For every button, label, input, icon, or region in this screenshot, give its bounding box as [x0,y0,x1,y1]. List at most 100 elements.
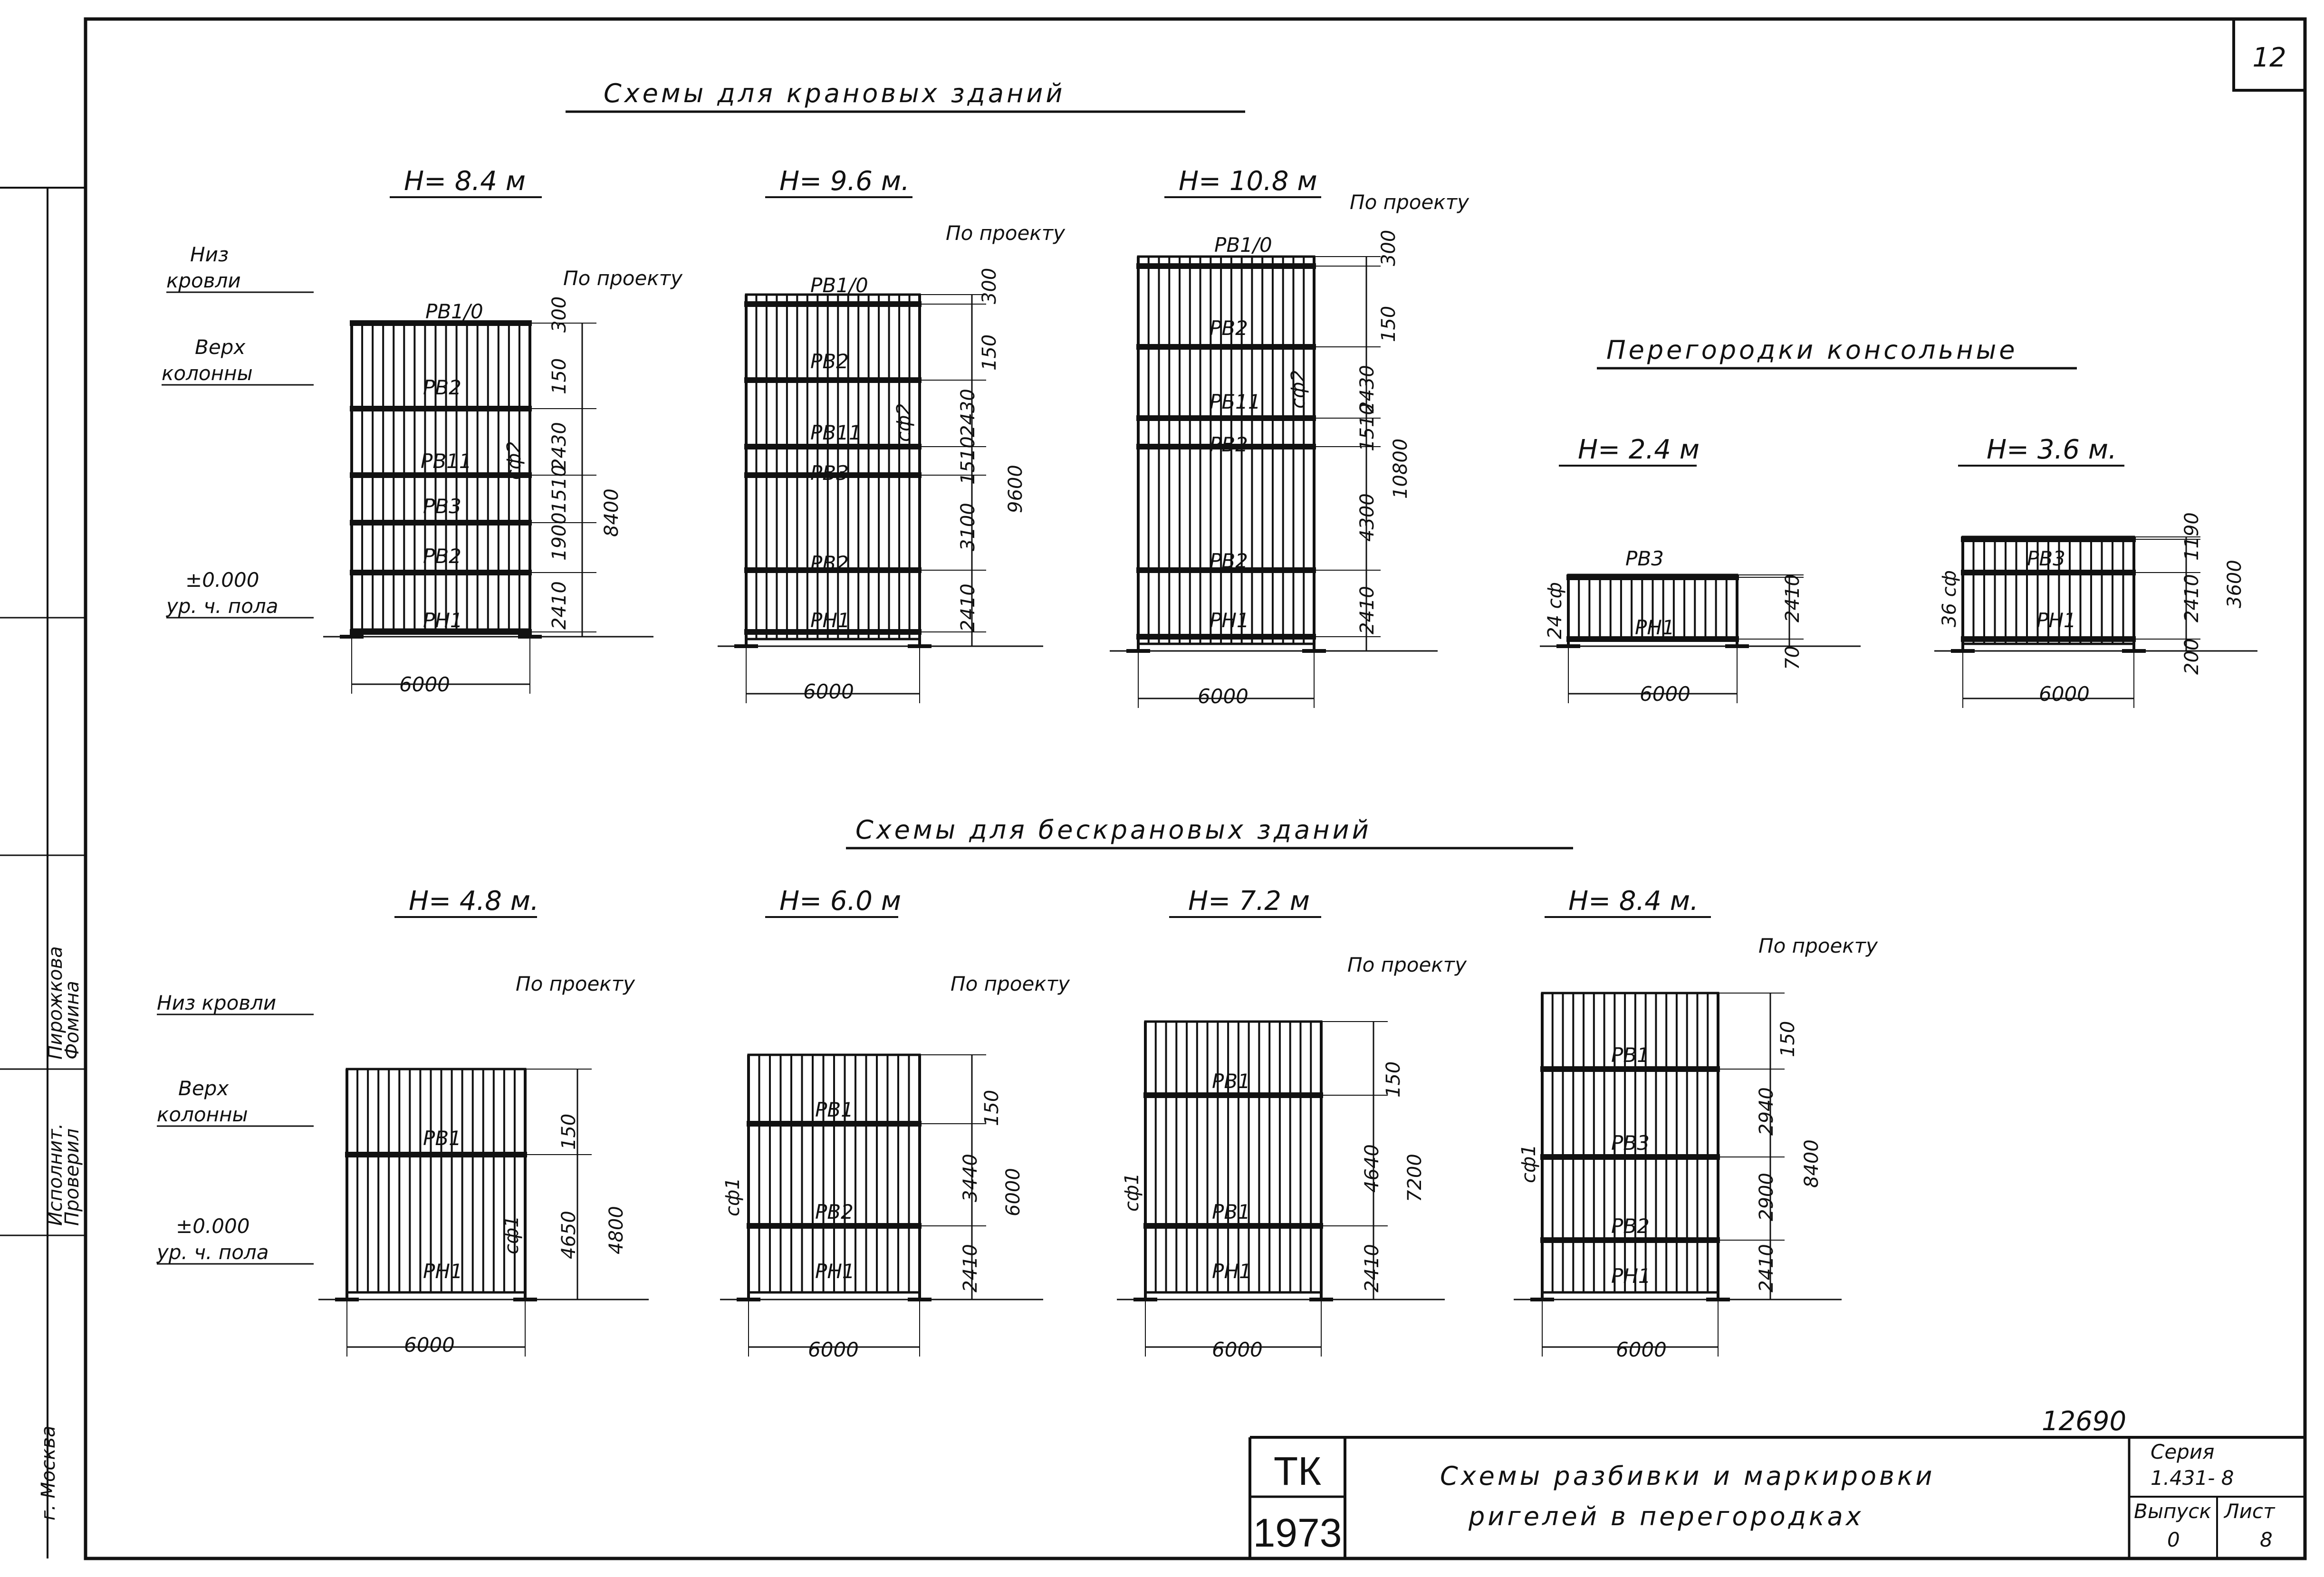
by-project-label: По проекту [516,972,635,995]
width-dim-label: 6000 [1198,685,1248,708]
riegel-bar [1136,444,1316,449]
riegel-bar [1540,1237,1720,1243]
by-project-label: По проекту [1758,934,1878,957]
riegel-label: РВ2 [815,1200,854,1223]
panel-body [1514,992,1842,1357]
strut-label: 36 сф [1939,570,1960,627]
dim-label: 2410 [1782,574,1804,622]
side-executor-name: Пирожкова [45,946,67,1060]
dim-label: 3100 [957,503,979,551]
riegel-bar [1136,263,1316,269]
dim-label: 2430 [1356,365,1378,413]
dim-label: 2410 [1361,1244,1383,1292]
dim-label: 70 [1782,646,1804,670]
strut-label: 24 сф [1544,582,1566,639]
riegel-label: РВ3 [423,495,461,518]
riegel-label: РВ2 [1210,316,1248,340]
stamp-year: 1973 [1253,1510,1342,1555]
issue-label: Выпуск [2134,1500,2211,1523]
dim-label: 2410 [2181,574,2203,622]
panel-title: H= 2.4 м [1578,434,1700,465]
width-dim-label: 6000 [404,1333,455,1357]
by-project-label: По проекту [946,221,1066,245]
crane-panel-3: H= 10.8 м РВ1/0 РВ2 РБ11 РВ2 РВ2 РН1 По … [1110,166,1469,708]
crane-panel-1: H= 8.4 м РВ1/0 РВ2 РВ11 РВ3 РВ2 РН1 По п… [323,166,683,696]
column-top-label-2: колонны [162,362,253,385]
width-dim-label: 6000 [1640,682,1690,706]
sheet-number-box: 12 [2232,18,2306,92]
by-project-label: По проекту [951,972,1070,995]
craneless-panel-4: H= 8.4 м. РВ1 РВ3 РВ2 РН1 По проекту сф1… [1514,886,1878,1361]
strut-label: сф1 [1518,1144,1540,1183]
riegel-bar [744,377,922,383]
section-titles: Схемы для крановых зданий Перегородки ко… [566,78,2077,850]
riegel-label: РН1 [1212,1260,1252,1283]
riegel-bar [1143,1223,1323,1229]
total-dim-label: 4800 [605,1206,627,1254]
console-panel-2: H= 3.6 м. РВ3 РН1 36 сф 1190 2410 200 36… [1934,434,2257,708]
riegel-bar [1540,1154,1720,1160]
riegel-bar [744,567,922,573]
riegel-bar [1136,344,1316,350]
dim-label: 150 [979,335,1000,371]
dim-label: 3440 [960,1154,981,1202]
riegel-label: РВ2 [810,350,849,373]
dim-label: 2410 [548,581,570,630]
strut-label: сф1 [1121,1173,1143,1212]
stamp-tk: ТК [1274,1449,1321,1493]
panel-body [720,1053,1043,1357]
panel-title: H= 10.8 м [1179,166,1317,197]
riegel-label: РН1 [423,609,463,632]
dim-label: 1510 [548,465,570,513]
riegel-label: РН1 [1210,609,1249,632]
width-dim-label: 6000 [803,680,854,703]
strut-label: сф2 [893,403,915,442]
riegel-label: РВ3 [2027,547,2065,570]
dim-label: 1900 [548,512,570,561]
panel-body [318,1068,649,1357]
dim-label: 2430 [957,389,979,437]
panel-title: H= 7.2 м [1188,886,1310,917]
strut-label: сф2 [503,441,525,480]
total-dim-label: 3600 [2224,560,2246,608]
riegel-bar [1566,574,1739,580]
crane-section-title: Схемы для крановых зданий [604,78,1065,108]
riegel-bar [744,629,922,635]
by-project-label: По проекту [563,267,683,290]
riegel-bar [747,1121,922,1127]
dim-label: 1510 [957,436,979,485]
total-dim-label: 9600 [1005,465,1027,513]
riegel-bar [350,406,532,411]
dim-label: 1190 [2181,512,2203,561]
dim-label: 2410 [960,1244,981,1292]
riegel-bar [350,320,532,326]
floor-level-label-b: ур. ч. пола [156,1241,269,1264]
column-top-label-1: Верх [195,335,246,359]
craneless-level-labels: Низ кровли Верх колонны ±0.000 ур. ч. по… [156,991,314,1265]
dim-label: 4300 [1356,493,1378,542]
total-dim-label: 8400 [601,488,623,537]
riegel-label: РН1 [1611,1264,1651,1288]
craneless-section-title: Схемы для бескрановых зданий [855,815,1372,845]
riegel-label: РВ1 [1212,1070,1250,1093]
riegel-label: РВ2 [423,376,461,399]
roof-bottom-label-2: кровли [166,269,241,292]
panel-body [718,293,1043,703]
panel-title: H= 8.4 м. [1568,886,1699,917]
panel-body [1934,535,2257,708]
riegel-label: РВ1 [815,1098,854,1121]
riegel-label: РВ1 [423,1127,461,1150]
riegel-bar [350,570,532,575]
riegel-label: РВ1 [1212,1200,1250,1223]
panel-body [1540,573,1861,703]
total-dim-label: 6000 [1002,1168,1024,1216]
sheet-title-line-2: ригелей в перегородках [1468,1501,1864,1531]
riegel-bar [1961,536,2136,542]
roof-bottom-label-b: Низ кровли [157,991,276,1014]
riegel-label: РВ2 [423,545,461,568]
dim-label: 150 [981,1090,1003,1126]
riegel-bar [350,520,532,526]
riegel-bar [1961,636,2136,642]
riegel-label: РВ2 [1210,433,1248,456]
